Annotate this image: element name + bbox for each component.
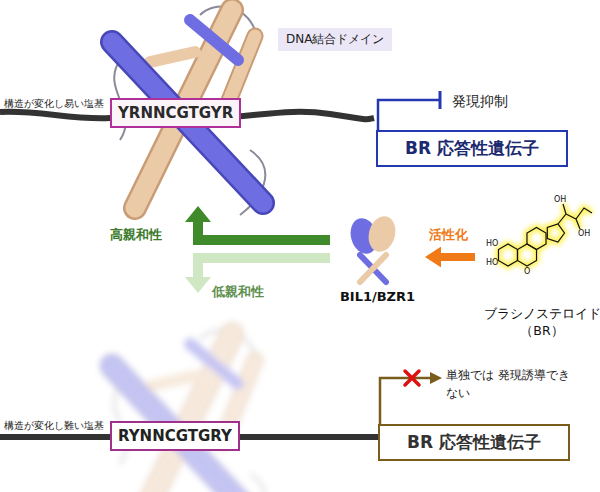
chem-group: OH bbox=[554, 195, 566, 204]
hormone-node: ブラシノステロイド （BR） bbox=[475, 195, 600, 340]
ring bbox=[527, 228, 546, 250]
annotation: 構造が変化し易い塩基 bbox=[4, 97, 104, 111]
node-text: BR 応答性遺伝子 bbox=[405, 137, 539, 160]
protein-structure bbox=[112, 7, 265, 215]
ring bbox=[547, 224, 564, 242]
annotation: 単独では 発現誘導できない bbox=[446, 366, 571, 402]
gene-box: BR 応答性遺伝子 bbox=[378, 424, 570, 461]
protein-node: BIL1/BZR1 bbox=[330, 212, 425, 304]
side-chain bbox=[558, 204, 592, 229]
edge-label: 活性化 bbox=[429, 226, 468, 244]
chem-group: HO bbox=[486, 239, 498, 248]
ring bbox=[547, 224, 564, 242]
node-text: YRNNCGTGYR bbox=[118, 104, 233, 122]
repression-line bbox=[378, 100, 440, 130]
node-text: ブラシノステロイド （BR） bbox=[475, 306, 600, 340]
sequence-box: RYNNCGTGRY bbox=[110, 421, 240, 451]
blurred-protein bbox=[112, 331, 265, 492]
ring bbox=[527, 228, 546, 250]
node-text: BIL1/BZR1 bbox=[340, 289, 415, 304]
node-text: RYNNCGTGRY bbox=[118, 427, 232, 445]
annotation: 発現抑制 bbox=[452, 93, 508, 111]
side-chain bbox=[558, 204, 592, 229]
chem-group: OH bbox=[578, 229, 590, 238]
chem-group: HO bbox=[486, 258, 498, 267]
brassinosteroid-structure bbox=[498, 204, 592, 266]
node-text: BR 応答性遺伝子 bbox=[407, 431, 541, 454]
chem-group: O bbox=[524, 267, 530, 276]
cross-mark bbox=[405, 371, 419, 385]
ring bbox=[498, 244, 517, 266]
domain-label-box: DNA結合ドメイン bbox=[278, 28, 392, 51]
arrow-connector bbox=[441, 253, 475, 261]
edge-label: 高親和性 bbox=[110, 226, 162, 244]
steroid-glow bbox=[498, 204, 592, 266]
sequence-box: YRNNCGTGYR bbox=[110, 98, 241, 128]
bzr1-icon bbox=[347, 213, 399, 282]
node-text: DNA結合ドメイン bbox=[286, 31, 384, 48]
annotation: 構造が変化し難い塩基 bbox=[4, 419, 104, 433]
arrow-connector bbox=[198, 258, 330, 277]
arrow-connector bbox=[198, 222, 330, 240]
edge-label: 低親和性 bbox=[212, 283, 264, 301]
gene-box: BR 応答性遺伝子 bbox=[376, 130, 568, 167]
induction-head bbox=[430, 372, 442, 384]
repression-bar bbox=[439, 91, 442, 109]
